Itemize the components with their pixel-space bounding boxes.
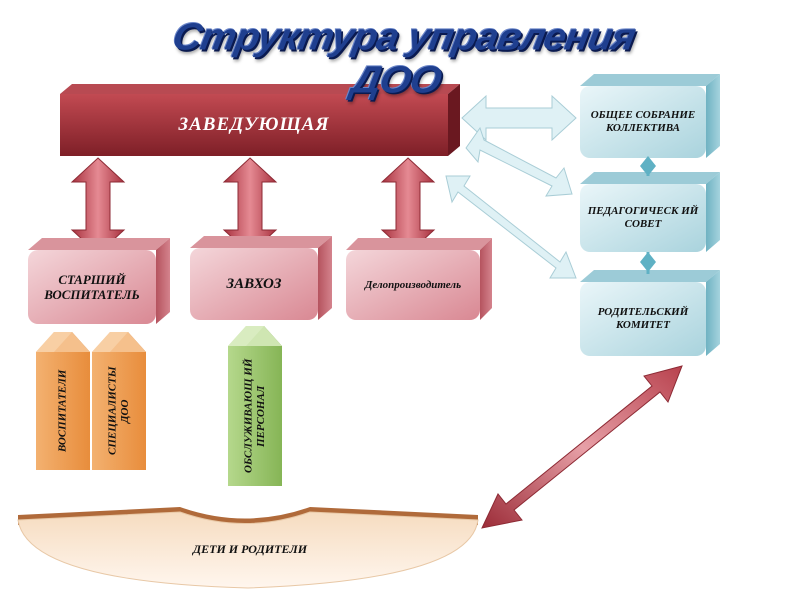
page-title: Структура управления ДОО bbox=[169, 16, 639, 101]
parent-committee-label: РОДИТЕЛЬСКИЙ КОМИТЕТ bbox=[597, 306, 689, 331]
arrow-base-parent-committee bbox=[481, 365, 683, 529]
supply-manager-label: ЗАВХОЗ bbox=[226, 276, 282, 293]
supply-manager-box bbox=[190, 236, 332, 320]
base-label: ДЕТИ И РОДИТЕЛИ bbox=[192, 542, 308, 557]
service-staff-label: ОБСЛУЖИВАЮЩ ИЙ ПЕРСОНАЛ bbox=[242, 358, 267, 474]
general-meeting-label: ОБЩЕЕ СОБРАНИЕ КОЛЛЕКТИВА bbox=[590, 109, 696, 134]
council-connector-1 bbox=[640, 156, 656, 176]
arrow-head-parent-committee bbox=[445, 175, 577, 279]
service-staff-column bbox=[228, 326, 282, 486]
senior-teacher-box bbox=[28, 238, 170, 324]
council-connector-2 bbox=[640, 252, 656, 274]
pedagogical-council-label: ПЕДАГОГИЧЕСК ИЙ СОВЕТ bbox=[587, 205, 699, 230]
parent-committee-box bbox=[580, 270, 720, 356]
teachers-label: ВОСПИТАТЕЛИ bbox=[56, 369, 69, 453]
specialists-column bbox=[92, 332, 146, 470]
pedagogical-council-box bbox=[580, 172, 720, 252]
head-label: ЗАВЕДУЮЩАЯ bbox=[178, 114, 330, 136]
general-meeting-box bbox=[580, 74, 720, 158]
senior-teacher-label: СТАРШИЙ ВОСПИТАТЕЛЬ bbox=[44, 272, 140, 302]
base-platform bbox=[17, 507, 479, 589]
clerk-label: Делопроизводитель bbox=[364, 278, 462, 291]
head-box bbox=[60, 84, 460, 156]
specialists-label: СПЕЦИАЛИСТЫ ДОО bbox=[106, 366, 131, 456]
arrow-head-general-meeting bbox=[461, 94, 577, 142]
arrow-head-pedagogical-council bbox=[465, 126, 573, 197]
clerk-box bbox=[346, 238, 492, 320]
teachers-column bbox=[36, 332, 90, 470]
